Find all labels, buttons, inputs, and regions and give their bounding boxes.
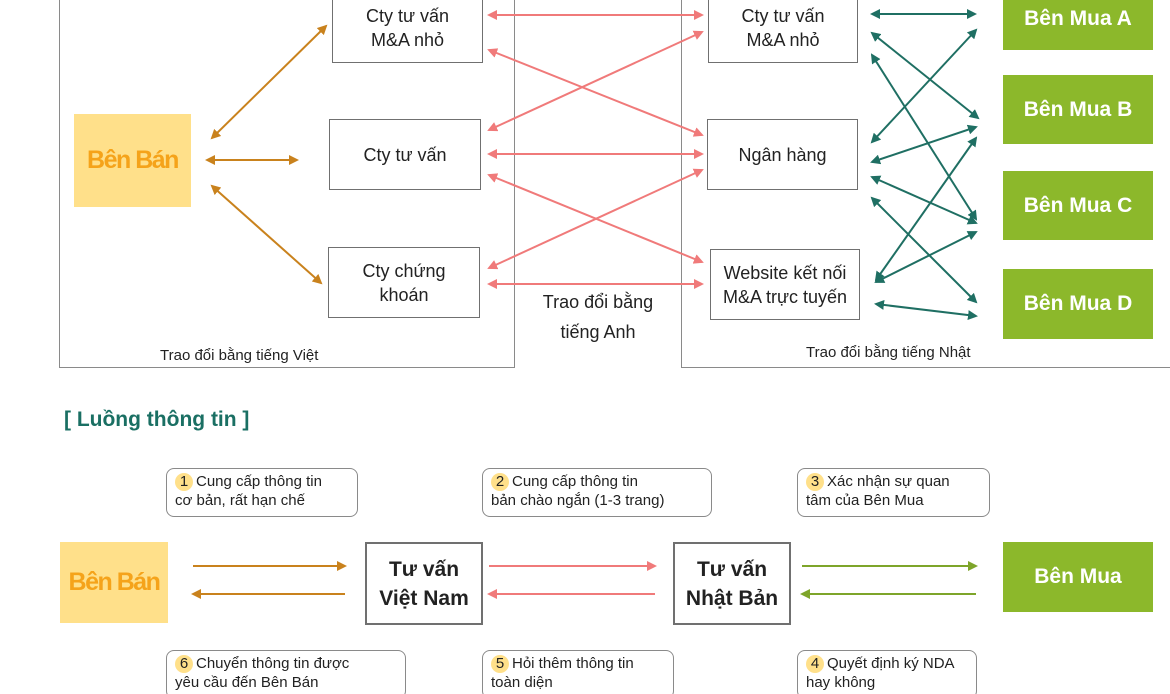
vn-box-small-ma-advisory: Cty tư vấn M&A nhỏ	[332, 0, 483, 63]
japanese-group-label: Trao đổi bằng tiếng Nhật	[806, 344, 971, 361]
jp-box-bank: Ngân hàng	[707, 119, 858, 190]
step-6-number: 6	[175, 655, 193, 673]
info-flow-title: [ Luồng thông tin ]	[64, 408, 250, 431]
step-2-text: Cung cấp thông tin bản chào ngắn (1-3 tr…	[491, 473, 665, 509]
step-5-text: Hỏi thêm thông tin toàn diện	[491, 655, 634, 691]
buyer-a-box: Bên Mua A	[1003, 0, 1153, 50]
step-4-number: 4	[806, 655, 824, 673]
vn-box-securities: Cty chứng khoán	[328, 247, 480, 318]
step-3-text: Xác nhận sự quan tâm của Bên Mua	[806, 473, 950, 509]
english-exchange-note: Trao đổi bằng tiếng Anh	[542, 292, 654, 342]
arrow-vn-securities-jp-bank	[487, 168, 704, 270]
arrow-vn-small-jp-bank	[487, 48, 704, 137]
step-2-number: 2	[491, 473, 509, 491]
seller-box: Bên Bán	[74, 114, 191, 207]
step-3-number: 3	[806, 473, 824, 491]
flow-buyer-box: Bên Mua	[1003, 542, 1153, 612]
step-1-number: 1	[175, 473, 193, 491]
vietnamese-group-label: Trao đổi bằng tiếng Việt	[160, 347, 319, 364]
arrow-vn-advisory-jp-website	[487, 173, 704, 264]
buyer-c-box: Bên Mua C	[1003, 171, 1153, 240]
arrow-vn-advisory-jp-small	[487, 30, 704, 132]
vn-box-advisory: Cty tư vấn	[329, 119, 481, 190]
japan-advisor-box: Tư vấn Nhật Bản	[673, 542, 791, 625]
step-4-text: Quyết định ký NDA hay không	[806, 655, 955, 691]
jp-box-small-ma-advisory: Cty tư vấn M&A nhỏ	[708, 0, 858, 63]
vietnam-advisor-box: Tư vấn Việt Nam	[365, 542, 483, 625]
buyer-d-box: Bên Mua D	[1003, 269, 1153, 339]
flow-seller-box: Bên Bán	[60, 542, 168, 623]
step-5-number: 5	[491, 655, 509, 673]
step-6-text: Chuyển thông tin được yêu cầu đến Bên Bá…	[175, 655, 350, 691]
jp-box-online-ma-website: Website kết nối M&A trực tuyến	[710, 249, 860, 320]
buyer-b-box: Bên Mua B	[1003, 75, 1153, 144]
step-1-text: Cung cấp thông tin cơ bản, rất hạn chế	[175, 473, 322, 509]
